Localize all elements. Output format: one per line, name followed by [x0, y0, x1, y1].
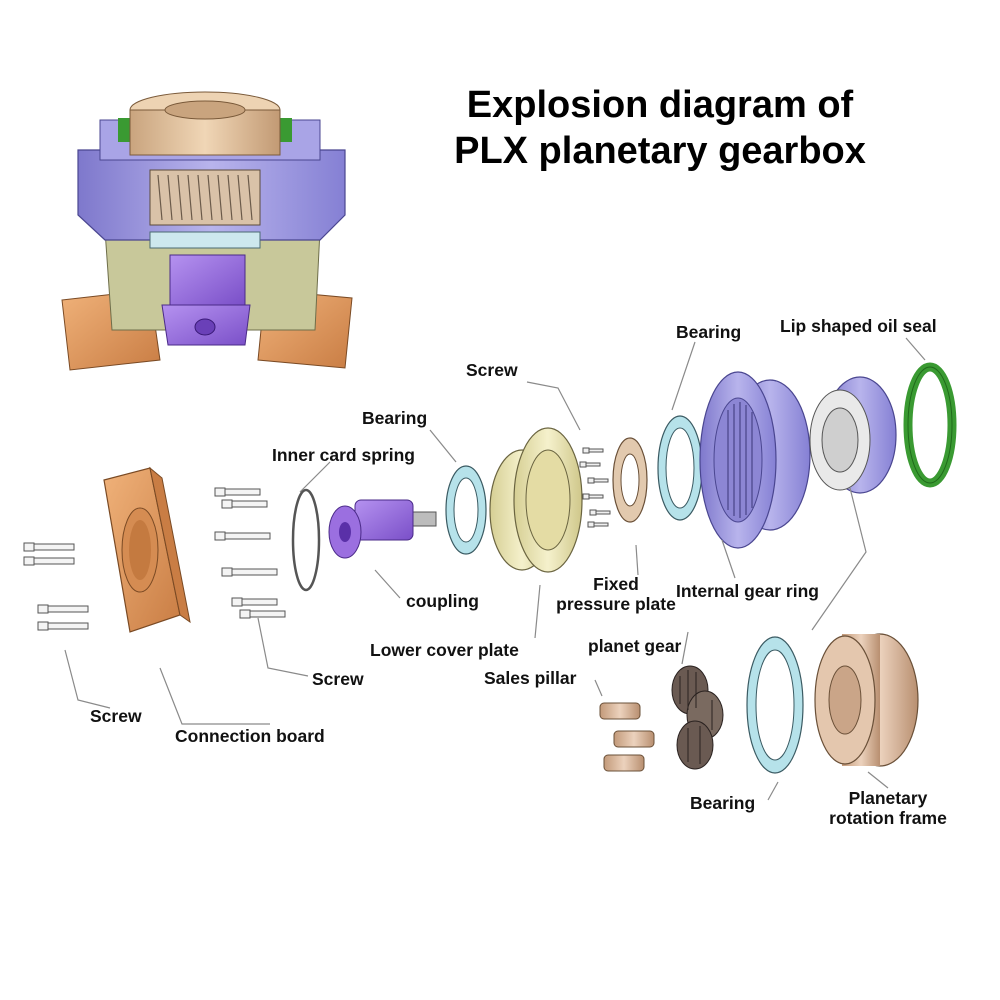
label-fixed-line-1: Fixed: [593, 574, 639, 594]
bearing-mid-art: [445, 465, 487, 555]
label-bearing-mid: Bearing: [362, 408, 428, 428]
internal-gear-ring-art: [699, 371, 811, 549]
label-screw-left: Screw: [90, 706, 142, 726]
label-fixed-line-2: pressure plate: [556, 594, 676, 614]
label-screw-mid: Screw: [466, 360, 518, 380]
label-lower-cover-plate: Lower cover plate: [370, 640, 519, 660]
screw-group-small: [579, 447, 611, 528]
label-bearing-top: Bearing: [676, 322, 742, 342]
label-connection-board: Connection board: [175, 726, 325, 746]
diagram-title: Explosion diagram of PLX planetary gearb…: [400, 82, 920, 174]
label-coupling: coupling: [406, 591, 479, 611]
label-sales-pillar: Sales pillar: [484, 668, 577, 688]
fixed-pressure-plate-art: [612, 437, 648, 523]
upper-planet-carrier-art: [809, 376, 897, 494]
label-fixed-pressure-plate: Fixed pressure plate: [548, 574, 684, 614]
lip-oil-seal-art: [903, 362, 957, 488]
label-planetary-line-1: Planetary: [848, 788, 928, 808]
planetary-rotation-frame-art: [814, 633, 919, 767]
label-inner-card-spring: Inner card spring: [272, 445, 415, 465]
leader-lines: [64, 337, 926, 801]
assembled-gearbox-cutaway: [61, 91, 353, 371]
label-planetary-line-2: rotation frame: [829, 808, 947, 828]
lower-cover-plate-art: [489, 427, 583, 573]
bearing-top-art: [657, 415, 703, 521]
coupling-art: [328, 499, 437, 559]
inner-card-spring-art: [291, 488, 321, 592]
sales-pillar-art: [599, 702, 655, 772]
label-planet-gear: planet gear: [588, 636, 682, 656]
title-line-1: Explosion diagram of: [466, 84, 854, 126]
label-internal-gear-ring: Internal gear ring: [676, 581, 819, 601]
label-screw-left-lower: Screw: [312, 669, 364, 689]
planet-gear-art: [671, 665, 724, 770]
connection-board-art: [103, 466, 191, 633]
bearing-bottom-art: [746, 636, 804, 774]
screw-group-middle: [214, 487, 286, 619]
label-lip-oil-seal: Lip shaped oil seal: [780, 316, 937, 336]
screw-group-left: [23, 542, 89, 631]
label-planetary-rotation-frame: Planetary rotation frame: [818, 788, 958, 828]
label-bearing-bottom: Bearing: [690, 793, 756, 813]
title-line-2: PLX planetary gearbox: [454, 130, 866, 172]
